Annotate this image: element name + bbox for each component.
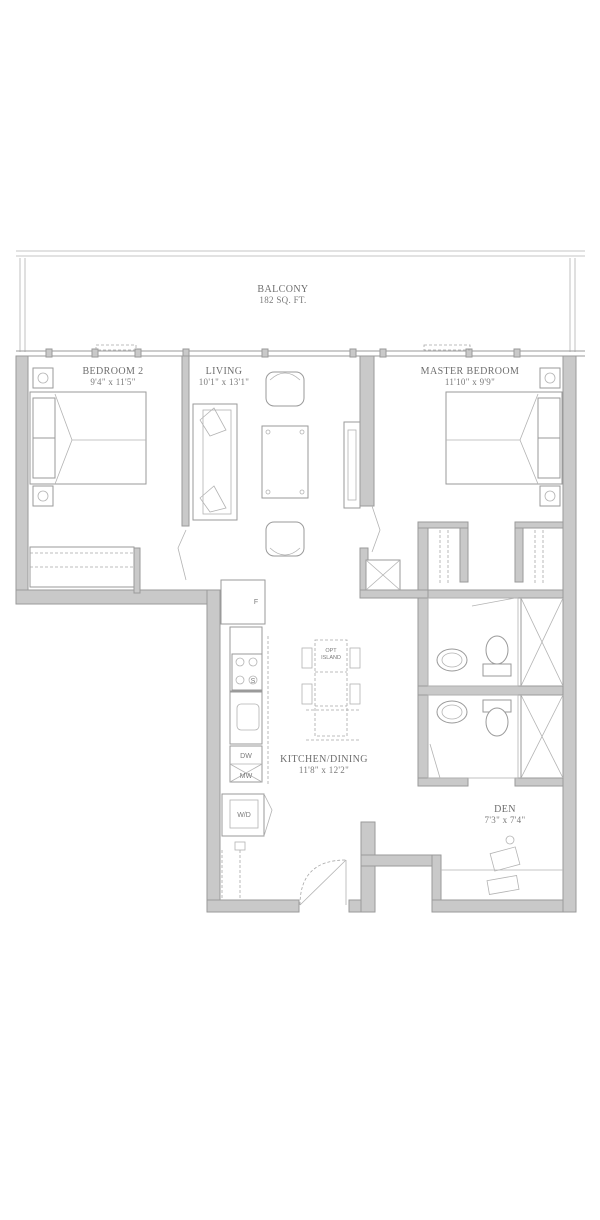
- sink-mark-label: S: [251, 678, 256, 685]
- fridge-label: F: [254, 599, 258, 606]
- den-label: DEN: [494, 804, 516, 815]
- window-wall: [16, 344, 585, 358]
- kitchen-dining-size: 11'8" x 12'2": [299, 765, 349, 775]
- island-dining: [301, 639, 361, 741]
- living-label: LIVING: [206, 366, 243, 377]
- island-label-line1: OPT: [325, 648, 337, 654]
- den-furniture: [441, 835, 563, 895]
- dishwasher-label: DW: [240, 753, 252, 760]
- microwave-label: MW: [240, 773, 253, 780]
- washer-dryer-label: W/D: [237, 812, 251, 819]
- balcony: [16, 250, 585, 352]
- living-size: 10'1" x 13'1": [199, 377, 250, 387]
- master-furniture: [445, 367, 563, 507]
- kitchen-fixtures: [220, 579, 273, 898]
- entry-door: [299, 859, 347, 906]
- balcony-size: 182 SQ. FT.: [259, 295, 306, 305]
- bedroom2-label: BEDROOM 2: [82, 366, 143, 377]
- bedroom2-furniture: [29, 367, 147, 588]
- balcony-label: BALCONY: [257, 284, 308, 295]
- living-furniture: [192, 371, 361, 557]
- closets: [177, 505, 544, 591]
- den-size: 7'3" x 7'4": [485, 815, 526, 825]
- kitchen-dining-label: KITCHEN/DINING: [280, 754, 368, 765]
- bathrooms: [427, 597, 564, 779]
- walls: [15, 355, 577, 913]
- master-bedroom-size: 11'10" x 9'9": [445, 377, 495, 387]
- master-bedroom-label: MASTER BEDROOM: [421, 366, 520, 377]
- bedroom2-size: 9'4" x 11'5": [90, 377, 135, 387]
- island-label-line2: ISLAND: [321, 655, 341, 661]
